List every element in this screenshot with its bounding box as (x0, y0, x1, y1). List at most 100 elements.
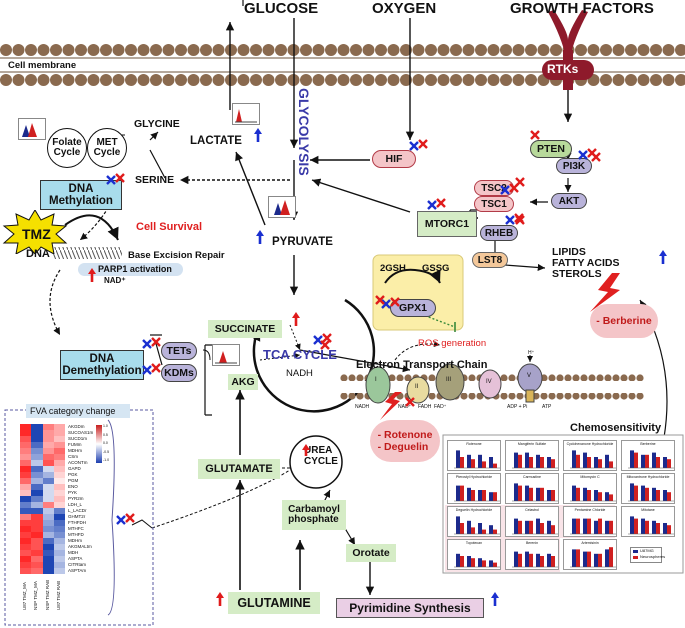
lipid-head (572, 392, 580, 400)
up-arrow (256, 230, 264, 236)
chemo-bar (652, 452, 656, 468)
heatmap-cell (53, 508, 65, 514)
heatmap-cell (31, 430, 43, 436)
rtks-label: RTKs (547, 62, 579, 76)
lipid-head (425, 74, 437, 86)
lipid-head (564, 392, 572, 400)
lipid-head (300, 44, 312, 56)
chemo-bar (630, 516, 634, 534)
lipid-head (150, 74, 162, 86)
lipid-head (200, 44, 212, 56)
glucose-label: GLUCOSE (244, 0, 319, 17)
chemo-bar (536, 454, 540, 468)
chemo-bar (547, 490, 551, 501)
lipid-head (50, 74, 62, 86)
lipid-head (604, 374, 612, 382)
lipid-head (275, 44, 287, 56)
chemo-panel-title: Berenin (525, 541, 539, 545)
lipid-head (337, 74, 350, 86)
fva-row-label: AKGMALtm (68, 544, 92, 549)
heatmap-cell (42, 502, 54, 508)
heatmap-cell (53, 526, 65, 532)
chemo-bar (467, 454, 471, 468)
etc-complexes (365, 355, 543, 404)
lipid-head (580, 392, 588, 400)
chemo-bar (598, 553, 602, 567)
lipid-head (556, 392, 564, 400)
parp1-label: PARP1 activation (98, 264, 172, 274)
urea-label: UREA CYCLE (304, 445, 338, 467)
lipid-head (225, 44, 237, 56)
heatmap-cell (20, 484, 32, 490)
fva-row-label: LDH_L (68, 502, 83, 507)
chemo-panel-title: Carmustine (523, 475, 541, 479)
chemo-bar (529, 520, 533, 534)
up-arrow (216, 592, 224, 598)
chemo-bar (493, 529, 497, 534)
pyrimidine-node: Pyrimidine Synthesis (336, 598, 484, 618)
chemo-bar (525, 485, 529, 501)
heatmap-cell (53, 466, 65, 472)
chemo-bar (652, 487, 656, 501)
heatmap-cell (53, 520, 65, 526)
x-mark (116, 515, 126, 525)
fva-row-label: MDH (68, 550, 79, 555)
heatmap-cell (31, 424, 43, 430)
chemo-bar (587, 457, 591, 468)
lipid-head (612, 44, 625, 56)
lipid-head (628, 374, 636, 382)
heatmap-cell (53, 448, 65, 454)
lipid-head (387, 44, 400, 56)
lipid-head (487, 44, 500, 56)
chemo-bar (456, 485, 460, 501)
met-cycle: MET Cycle (87, 128, 127, 168)
lipid-head (175, 44, 187, 56)
heatmap-cell (20, 460, 32, 466)
chemo-bar (551, 490, 555, 501)
chemo-bar (645, 454, 649, 468)
heatmap-cell (31, 520, 43, 526)
orotate-node: Orotate (346, 544, 396, 562)
heatmap-cell (31, 514, 43, 520)
heatmap-cell (42, 514, 54, 520)
heatmap-cell (42, 484, 54, 490)
cell-membrane (0, 44, 685, 86)
glutamate-node: GLUTAMATE (198, 459, 280, 479)
chemo-bar (547, 553, 551, 567)
fva-row-label: GAPD (68, 466, 81, 471)
chemo-bar (471, 459, 475, 468)
chemo-bar (540, 487, 544, 501)
chemo-bar (572, 485, 576, 501)
fva-row-label: MDHm (68, 448, 82, 453)
lipid-head (437, 44, 450, 56)
heatmap-cell (42, 496, 54, 502)
legend-u87: U87MG (640, 548, 654, 553)
lipid-head (50, 44, 62, 56)
chemo-bar (529, 487, 533, 501)
heatmap-cell (53, 538, 65, 544)
gssg-label: GSSG (422, 263, 450, 274)
dna-helix (52, 247, 122, 259)
etc-atp: ATP (542, 404, 552, 410)
lipid-head (412, 74, 425, 86)
heatmap-cell (31, 526, 43, 532)
lipid-head (250, 74, 262, 86)
lipid-head (462, 44, 475, 56)
lipid-head (187, 44, 200, 56)
rotenone-node: - Rotenone - Deguelin (370, 420, 440, 462)
chemo-panel: Pterostyl Hydrochloride (447, 473, 501, 504)
x-mark (106, 175, 116, 185)
chemo-bar (547, 457, 551, 468)
heatmap-cell (53, 544, 65, 550)
oxygen-label: OXYGEN (372, 0, 437, 17)
x-mark (405, 397, 415, 407)
lipid-head (600, 74, 612, 86)
heatmap-cell (53, 472, 65, 478)
chemo-bar (634, 518, 638, 534)
lipid-head (250, 44, 262, 56)
heatmap-cell (20, 562, 32, 568)
lipid-head (337, 44, 350, 56)
chemo-panel: Berenin (505, 539, 559, 570)
heatmap-cell (53, 460, 65, 466)
chemo-bar (594, 553, 598, 567)
